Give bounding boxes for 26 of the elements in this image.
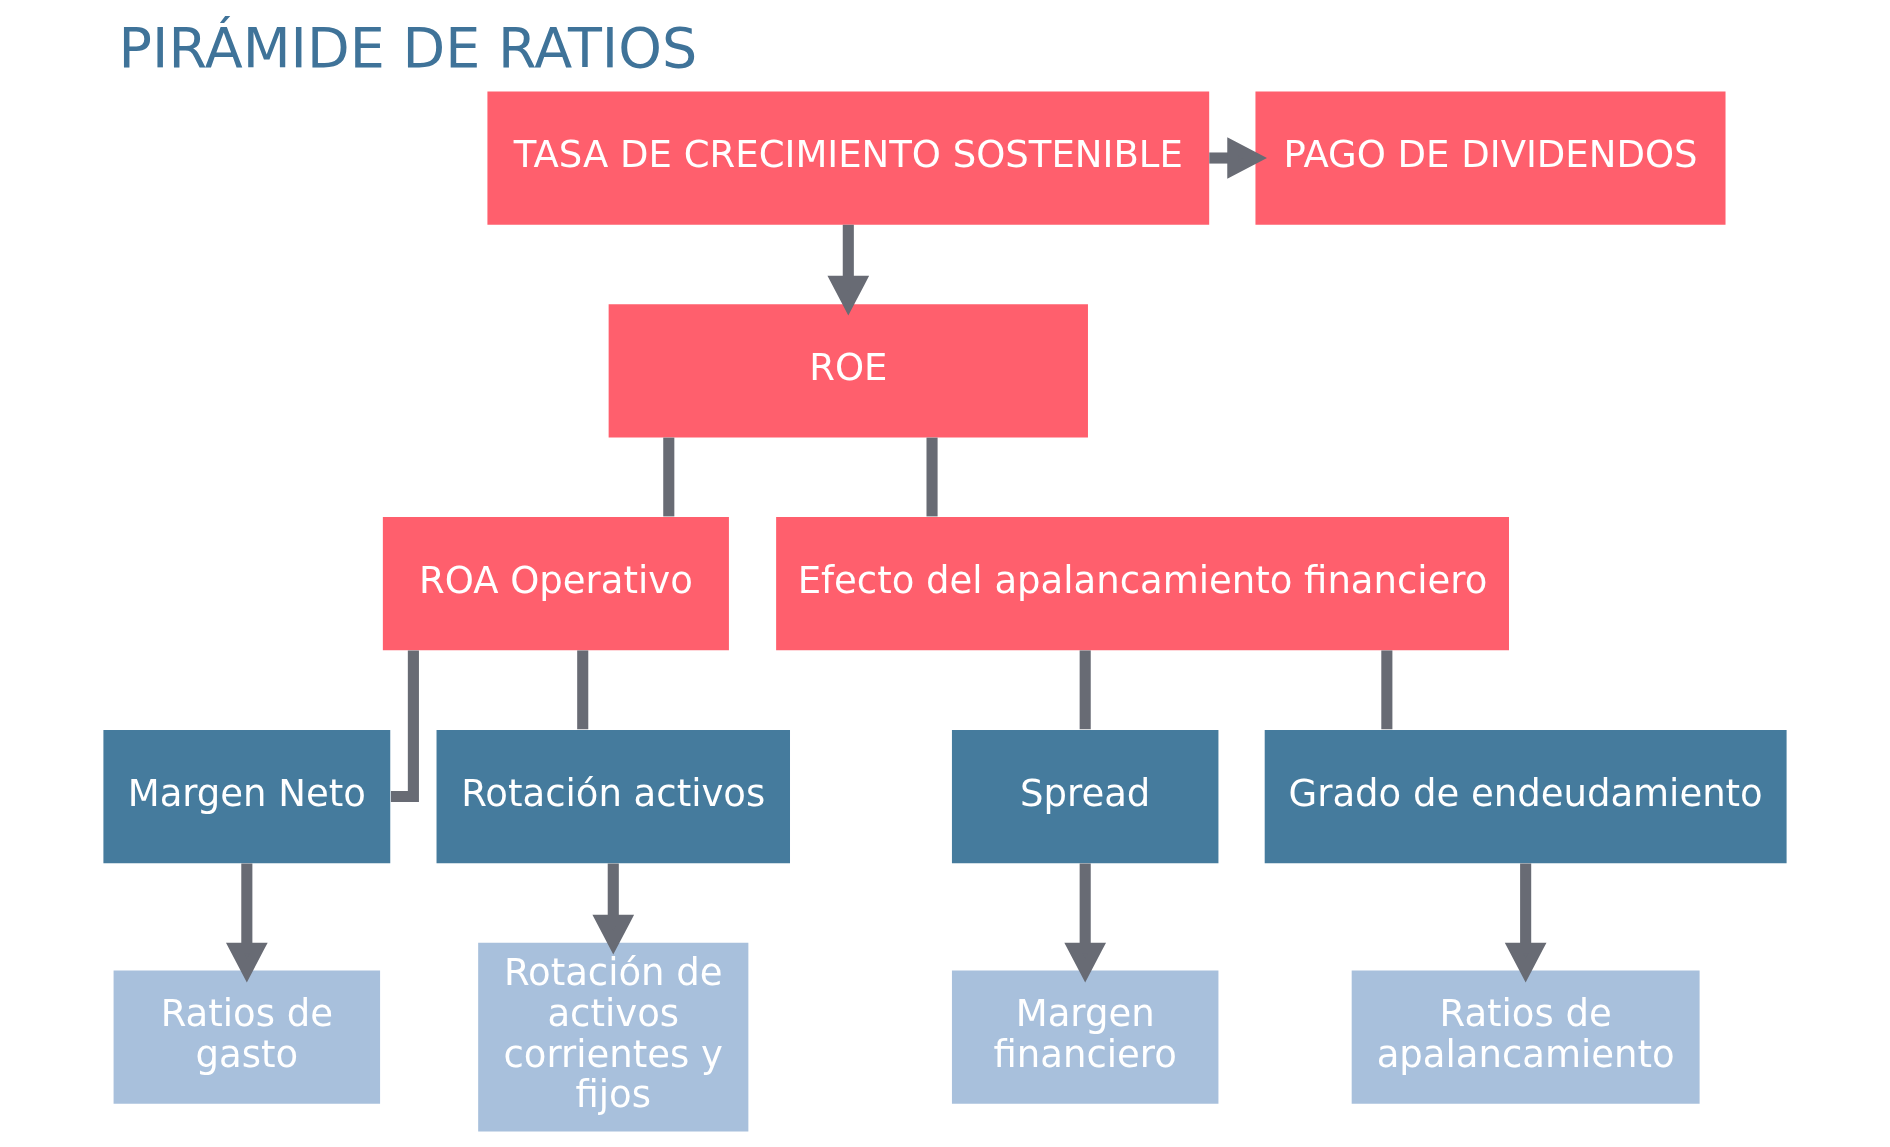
node-box: Ratios de gasto (113, 970, 381, 1104)
node-box: TASA DE CRECIMIENTO SOSTENIBLE (487, 91, 1210, 225)
node-box: Margen financiero (951, 970, 1219, 1104)
node-box: ROA Operativo (382, 517, 729, 651)
arrow (827, 224, 870, 316)
connector (577, 650, 589, 730)
node-box: Rotación activos (436, 729, 790, 864)
connector (390, 650, 419, 803)
node-box: Rotación de activos corrientes y fijos (478, 942, 749, 1132)
arrow (1064, 863, 1107, 983)
node-box: Spread (951, 729, 1219, 864)
node-box: PAGO DE DIVIDENDOS (1255, 91, 1726, 225)
diagram-title: PIRÁMIDE DE RATIOS (118, 15, 698, 81)
node-box: ROE (608, 304, 1088, 438)
connector (926, 437, 938, 517)
node-box: Margen Neto (103, 729, 391, 864)
node-box: Efecto del apalancamiento financiero (776, 517, 1509, 651)
connector (663, 437, 675, 517)
arrow (592, 863, 635, 955)
connector (1079, 650, 1091, 730)
arrow (1504, 863, 1547, 983)
node-box: Ratios de apalancamiento (1351, 970, 1700, 1104)
arrow (226, 863, 268, 983)
connector (1381, 650, 1393, 730)
node-box: Grado de endeudamiento (1264, 729, 1787, 864)
arrow (1209, 137, 1267, 179)
